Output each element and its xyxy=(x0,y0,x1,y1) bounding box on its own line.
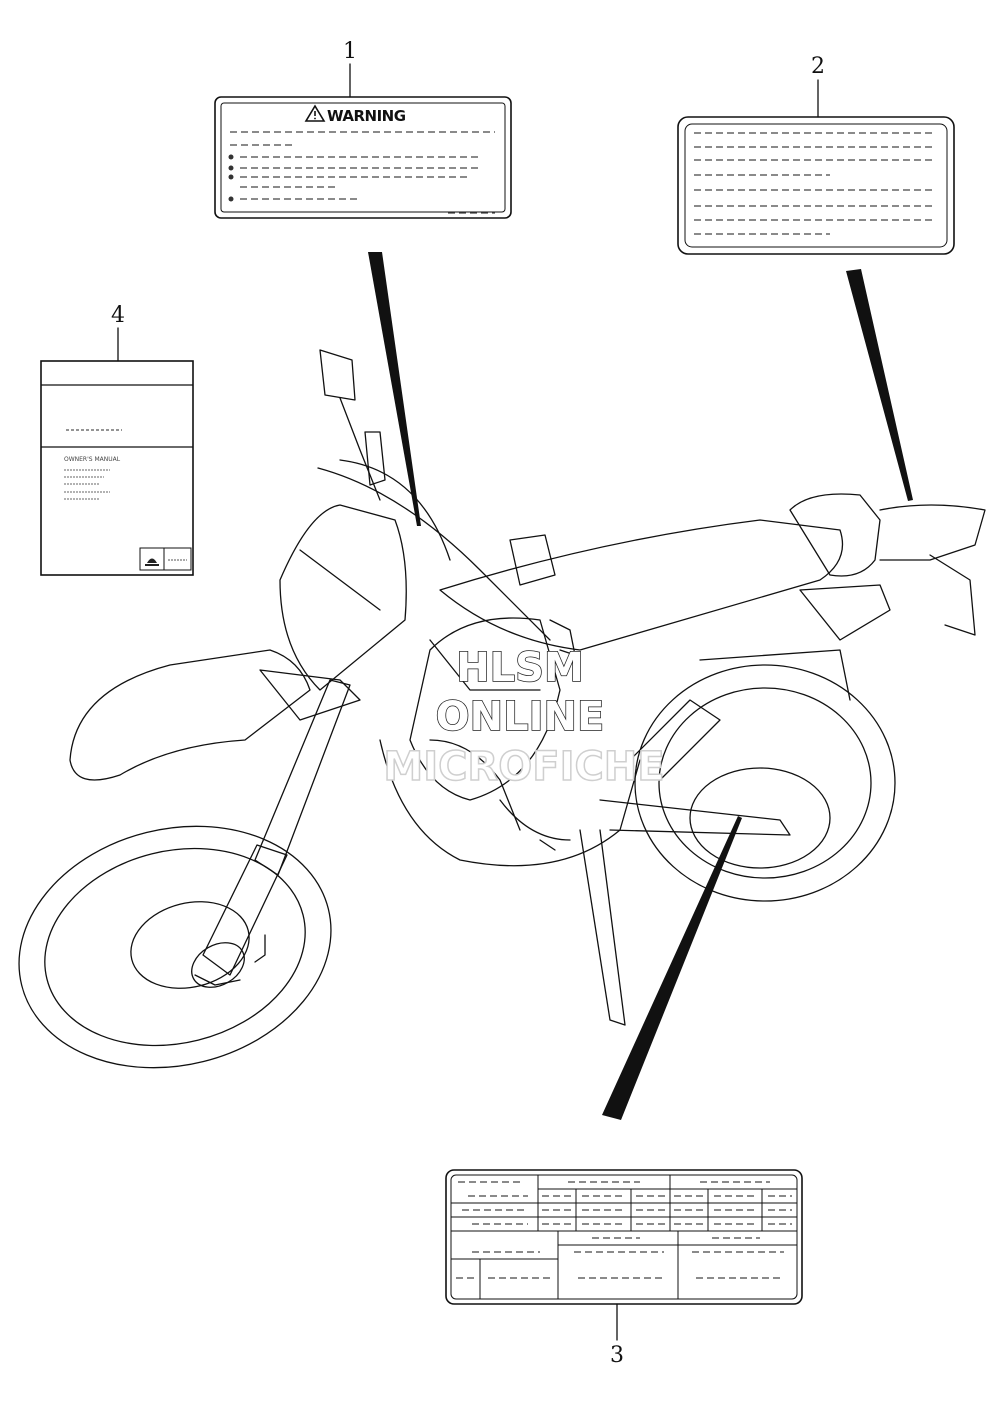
callout-number-3: 3 xyxy=(610,1343,624,1368)
info-label-2[interactable] xyxy=(677,116,955,255)
brand-logo-icon xyxy=(145,558,159,566)
pointer-arrow-1 xyxy=(368,252,421,526)
manual-title: OWNER'S MANUAL xyxy=(64,456,121,463)
watermark: HLSM ONLINE MICROFICHE xyxy=(383,644,666,791)
specification-label-3[interactable] xyxy=(445,1169,803,1305)
callout-number-1: 1 xyxy=(343,39,357,64)
callout-number-2: 2 xyxy=(811,54,825,79)
motorcycle-illustration xyxy=(18,349,986,1069)
pointer-arrow-3 xyxy=(602,816,742,1120)
watermark-line-1: HLSM xyxy=(456,645,584,691)
warning-label[interactable]: WARNING xyxy=(214,96,512,219)
pointer-arrow-2 xyxy=(846,269,913,501)
watermark-line-2: ONLINE xyxy=(436,694,605,740)
watermark-line-3: MICROFICHE xyxy=(383,744,664,790)
warning-heading: WARNING xyxy=(327,107,406,125)
owners-manual-label[interactable]: OWNER'S MANUAL xyxy=(40,360,194,576)
warning-triangle-icon xyxy=(304,104,326,122)
callout-number-4: 4 xyxy=(111,303,125,328)
